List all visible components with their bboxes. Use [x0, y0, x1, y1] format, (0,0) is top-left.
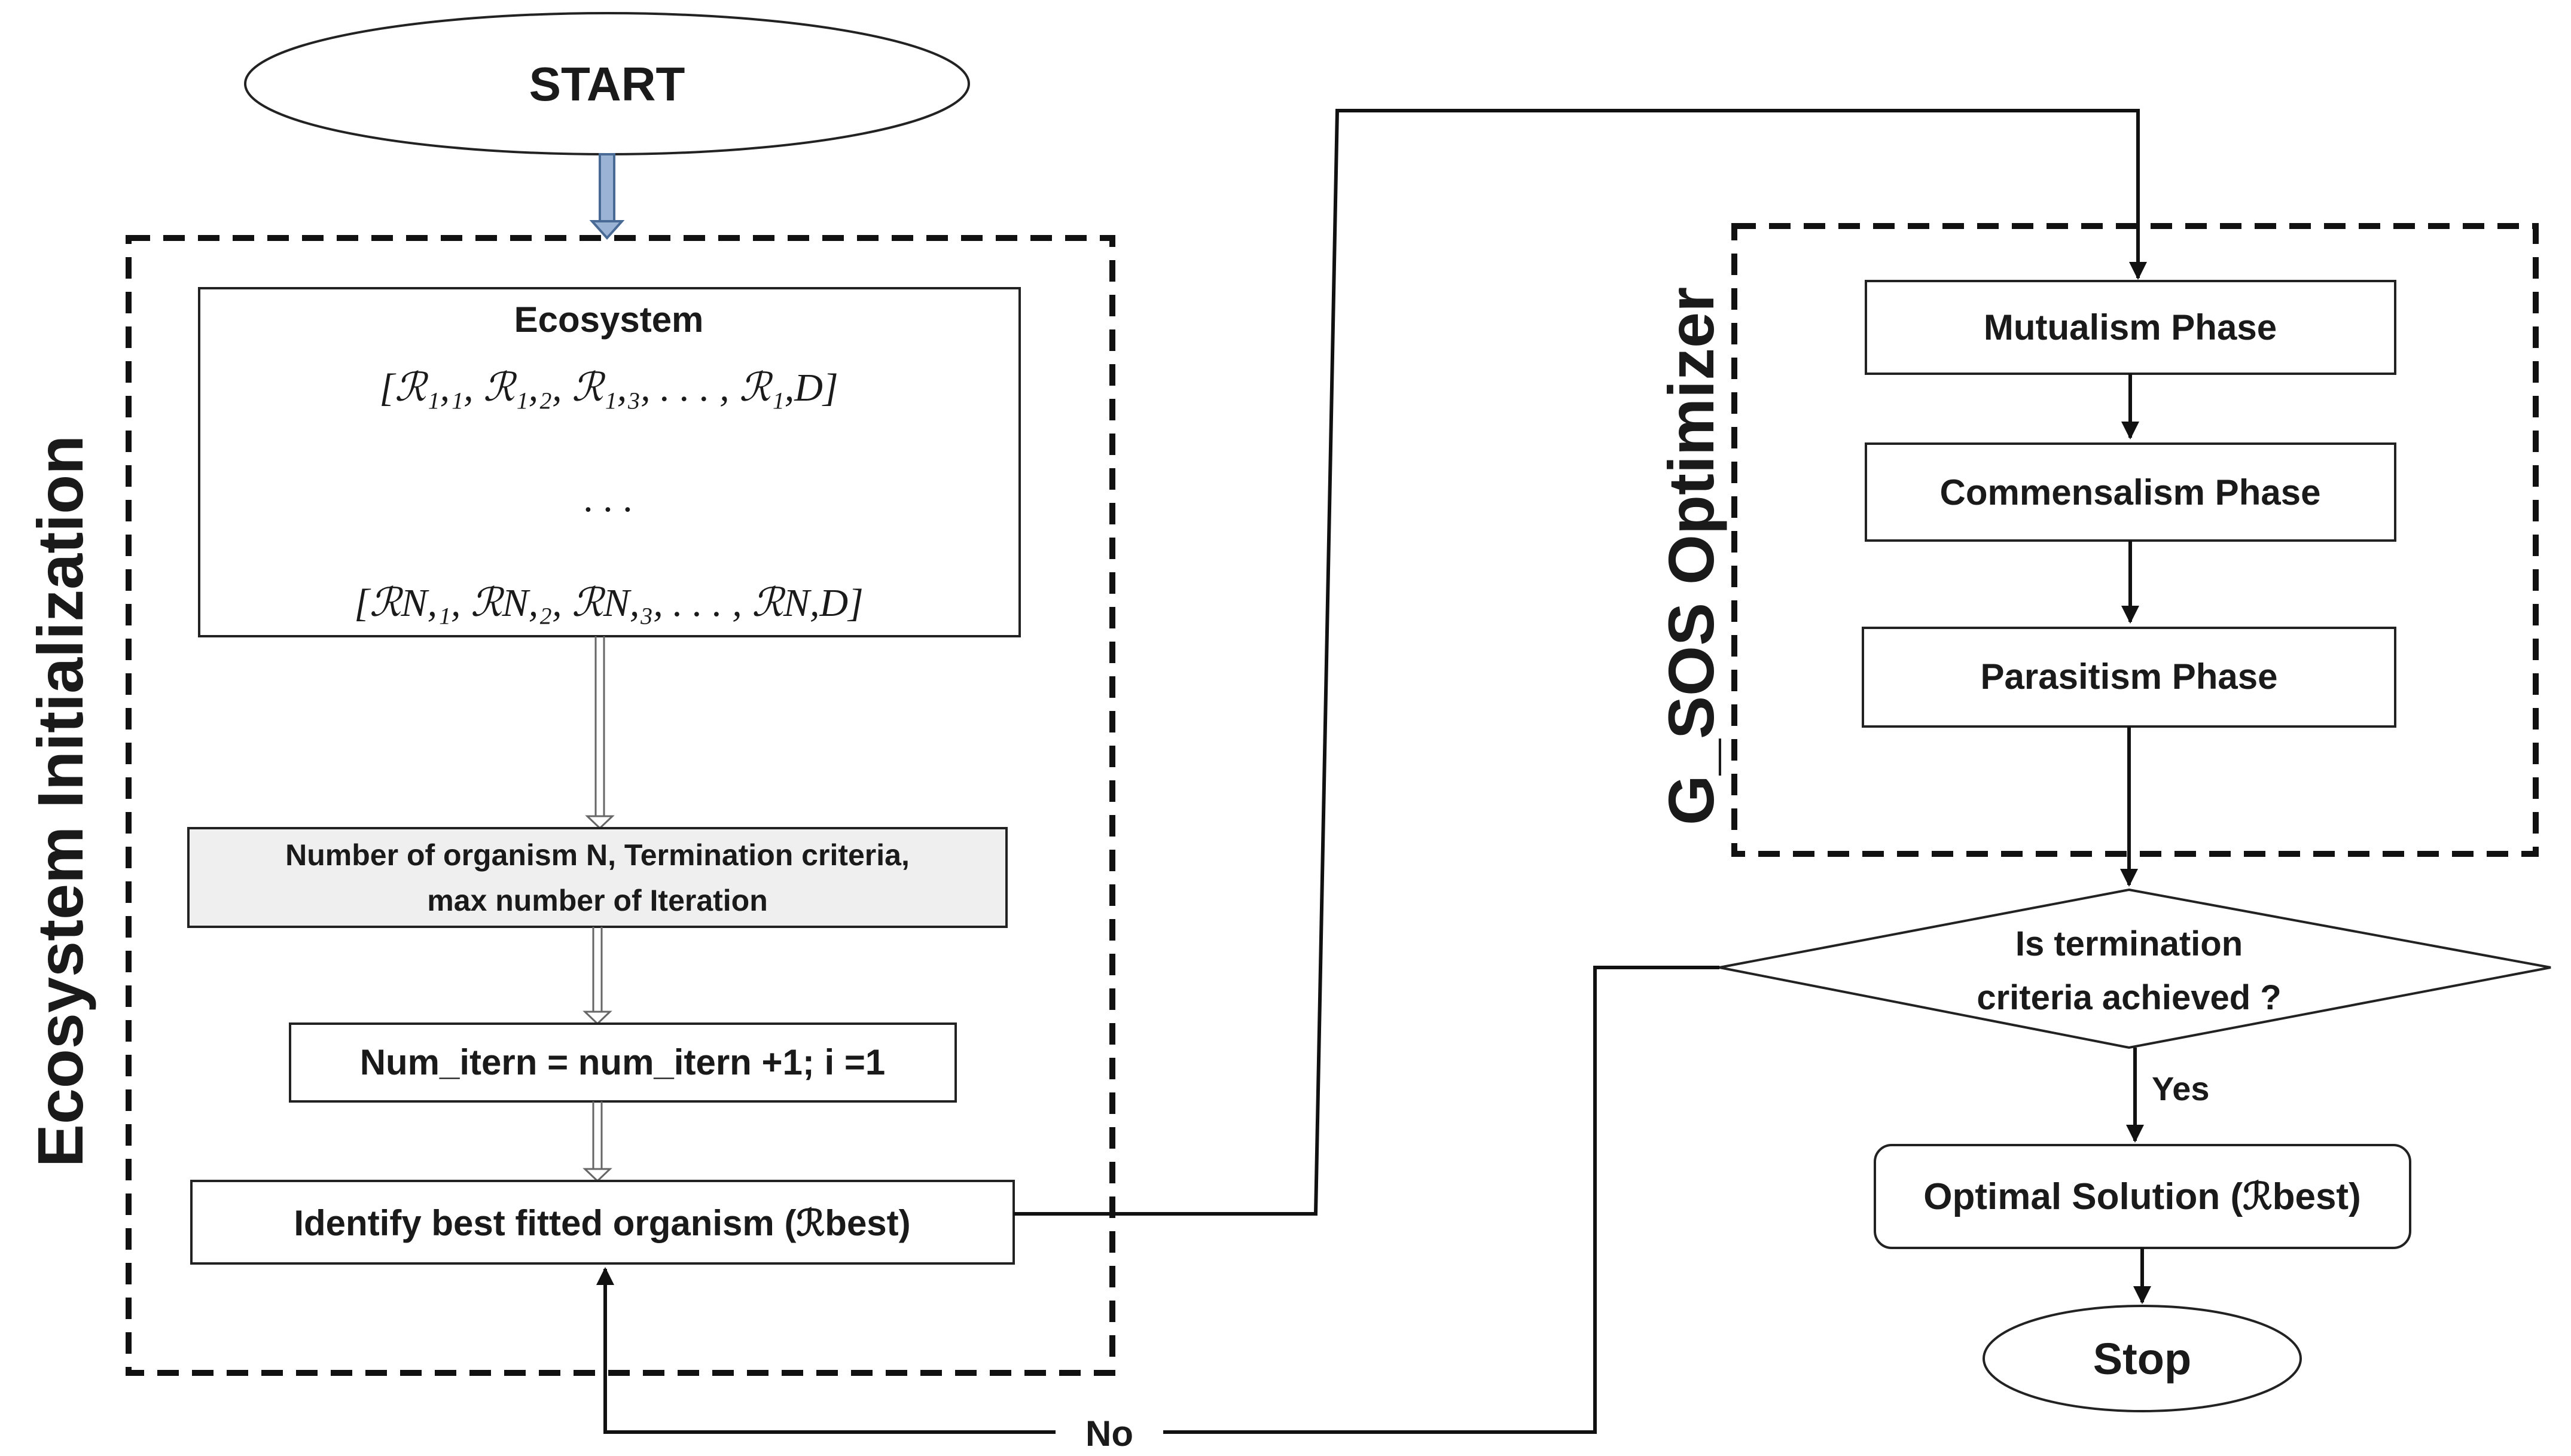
optimal-solution-text: Optimal Solution (ℛbest) [1923, 1176, 2360, 1217]
stop-terminator: Stop [1983, 1305, 2302, 1412]
ecosystem-box: Ecosystem [ℛ₁,₁, ℛ₁,₂, ℛ₁,₃, . . . , ℛ₁,… [198, 287, 1021, 637]
commensalism-label: Commensalism Phase [1940, 472, 2321, 512]
iteration-text: Num_itern = num_itern +1; i =1 [360, 1042, 886, 1082]
params-line1: Number of organism N, Termination criter… [285, 838, 910, 872]
params-line2: max number of Iteration [427, 884, 768, 917]
mutualism-phase-box: Mutualism Phase [1865, 280, 2396, 375]
decision-line1: Is termination [2015, 924, 2243, 963]
no-label: No [1085, 1414, 1133, 1454]
no-connector-left [596, 1267, 1056, 1434]
commensalism-phase-box: Commensalism Phase [1865, 442, 2396, 542]
iter-to-identify-arrow [582, 1101, 612, 1183]
init-section-title: Ecosystem Initialization [24, 435, 96, 1167]
stop-label: Stop [2093, 1334, 2191, 1384]
parasitism-label: Parasitism Phase [1981, 657, 2278, 697]
decision-line2: criteria achieved ? [1977, 978, 2281, 1017]
params-to-iter-arrow [582, 927, 612, 1025]
start-label: START [529, 57, 685, 111]
identify-text: Identify best fitted organism (ℛbest) [294, 1203, 910, 1243]
optimizer-section-frame [1731, 223, 2539, 857]
ecosystem-row-first: [ℛ₁,₁, ℛ₁,₂, ℛ₁,₃, . . . , ℛ₁,D] [379, 366, 838, 410]
ecosystem-ellipsis: . . . [584, 477, 634, 520]
iteration-box: Num_itern = num_itern +1; i =1 [289, 1022, 957, 1103]
mutualism-label: Mutualism Phase [1984, 307, 2277, 347]
ecosystem-title: Ecosystem [514, 300, 704, 340]
optimizer-section-title: G_SOS Optimizer [1655, 287, 1727, 825]
optimal-solution-box: Optimal Solution (ℛbest) [1874, 1144, 2411, 1249]
identify-box: Identify best fitted organism (ℛbest) [190, 1180, 1015, 1265]
no-connector-right [1163, 966, 1719, 1434]
init-section-frame [126, 235, 1115, 1376]
identify-to-mutualism-connector [1014, 109, 2147, 1216]
yes-label: Yes [2152, 1070, 2210, 1107]
params-box: Number of organism N, Termination criter… [187, 827, 1008, 928]
ecosystem-row-last: [ℛN,₁, ℛN,₂, ℛN,₃, . . . , ℛN,D] [354, 581, 864, 625]
parasitism-phase-box: Parasitism Phase [1862, 627, 2396, 728]
start-to-init-arrow [589, 153, 625, 240]
termination-decision: Is termination criteria achieved ? [1719, 888, 2551, 1049]
start-terminator: START [244, 12, 970, 155]
ecosystem-to-params-arrow [585, 636, 615, 830]
